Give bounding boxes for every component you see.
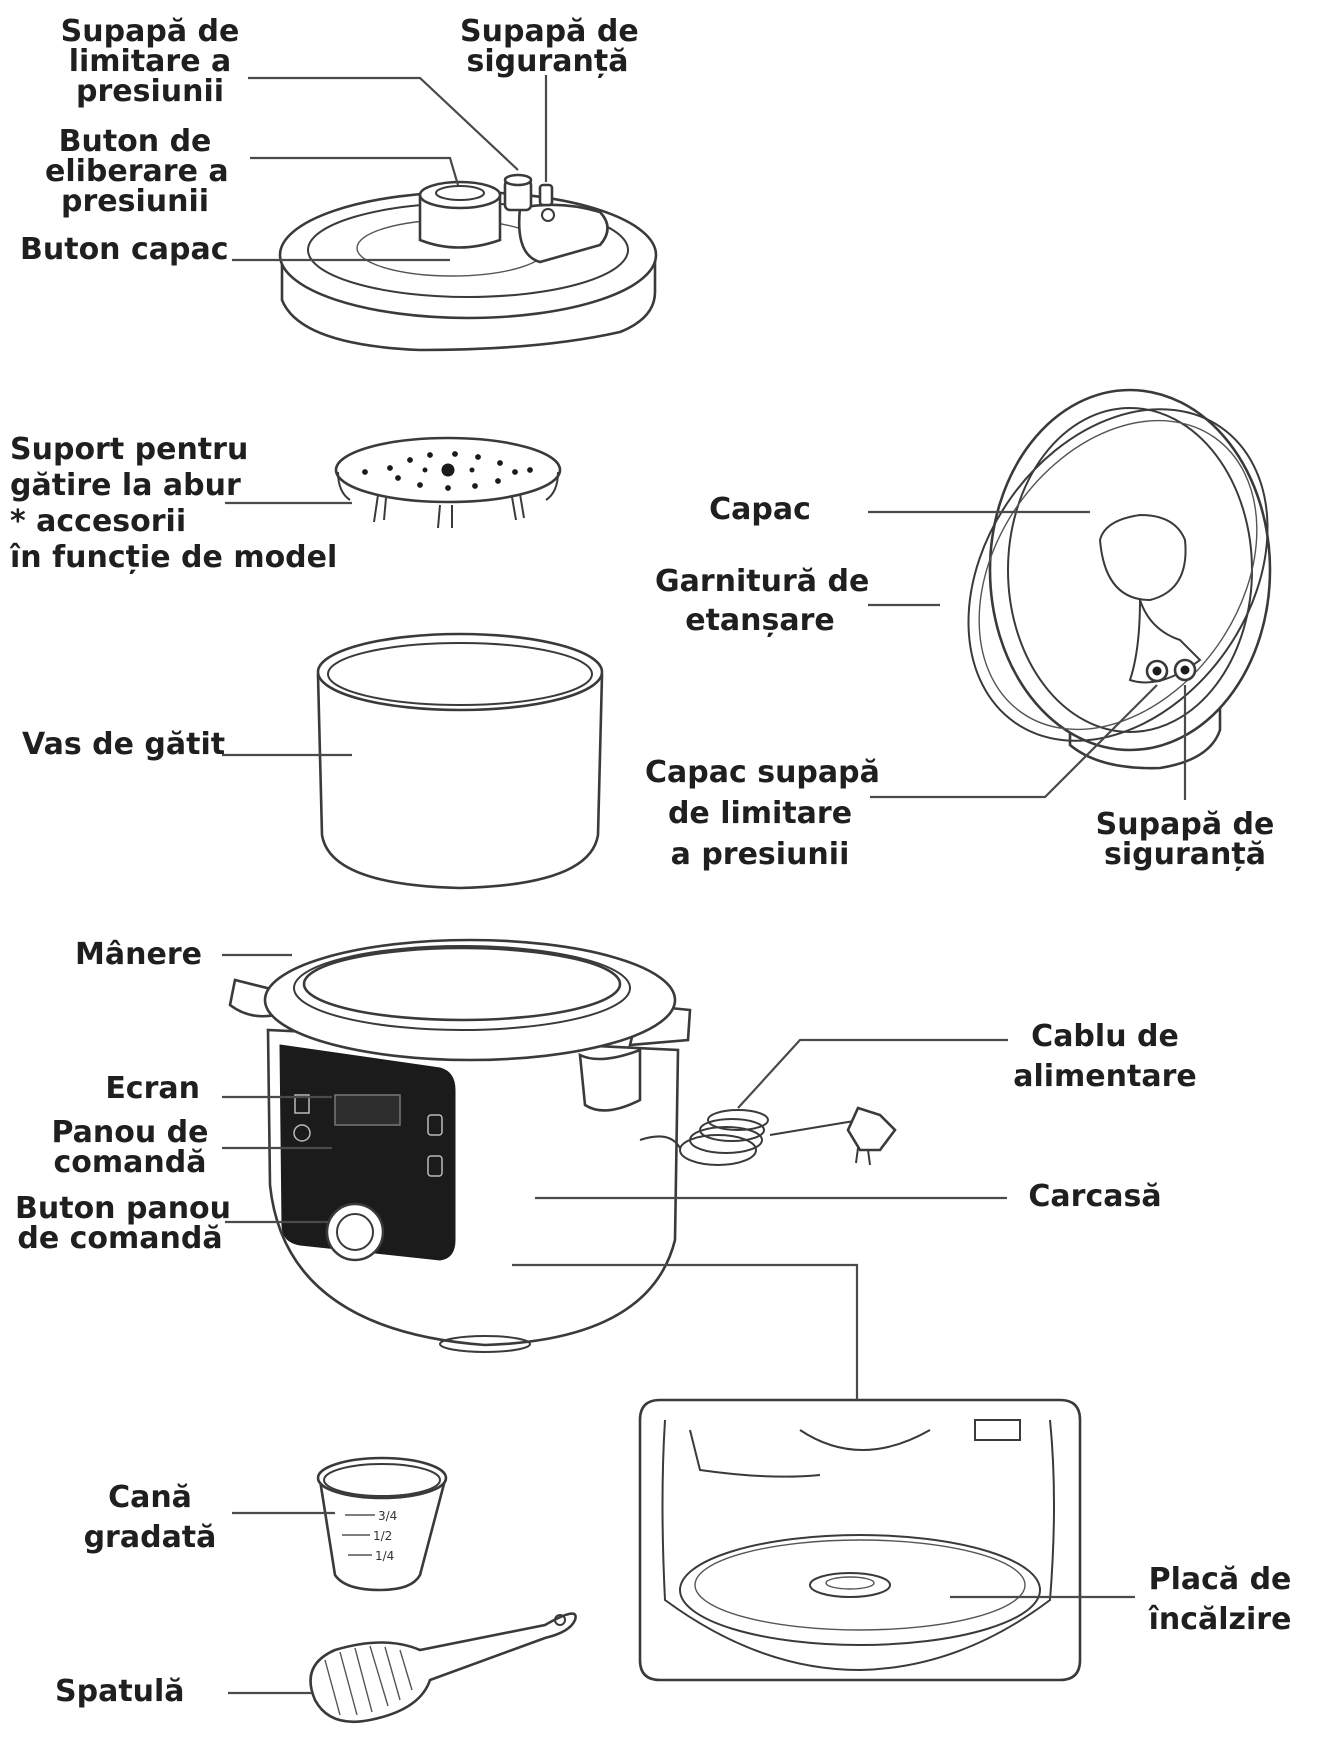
label-limit-valve-cover: Capac supapă de limitare a presiunii xyxy=(645,755,880,872)
label-pressure-release-button: Buton de eliberare a presiunii xyxy=(45,124,229,219)
label-control-panel: Panou de comandă xyxy=(51,1115,209,1180)
label-safety-valve-bottom: Supapă de siguranță xyxy=(1095,807,1275,872)
label-lid: Capac xyxy=(709,492,811,527)
leader-lines xyxy=(222,75,1187,1695)
cup-mark-1-4: 1/4 xyxy=(375,1549,394,1563)
cup-mark-3-4: 3/4 xyxy=(378,1509,397,1523)
cooking-bowl-drawing xyxy=(316,632,604,890)
label-spatula: Spatulă xyxy=(55,1674,185,1709)
label-pressure-limit-valve: Supapă de limitare a presiunii xyxy=(60,14,240,109)
cooker-body-drawing xyxy=(228,938,897,1353)
label-seal-gasket: Garnitură de etanșare xyxy=(655,564,870,638)
label-power-cable: Cablu de alimentare xyxy=(1013,1019,1197,1094)
label-cooking-bowl: Vas de gătit xyxy=(22,727,226,762)
label-safety-valve-top: Supapă de siguranță xyxy=(460,14,639,79)
label-handles: Mânere xyxy=(75,937,202,972)
measuring-cup-drawing: 3/4 1/2 1/4 xyxy=(316,1456,448,1592)
spatula-drawing xyxy=(309,1612,577,1724)
lid-underside-drawing xyxy=(967,388,1272,770)
label-steam-rack: Suport pentru gătire la abur * accesorii… xyxy=(10,432,338,575)
top-lid-drawing xyxy=(278,173,658,352)
heating-plate-detail-drawing xyxy=(638,1398,1082,1682)
steam-rack-drawing xyxy=(334,436,562,529)
cup-mark-1-2: 1/2 xyxy=(373,1529,392,1543)
label-heating-plate: Placă de încălzire xyxy=(1148,1562,1292,1637)
label-screen: Ecran xyxy=(105,1071,200,1106)
label-lid-button: Buton capac xyxy=(20,232,229,267)
label-housing: Carcasă xyxy=(1028,1179,1162,1214)
label-measuring-cup: Cană gradată xyxy=(83,1480,217,1555)
label-control-panel-knob: Buton panou de comandă xyxy=(15,1191,232,1256)
